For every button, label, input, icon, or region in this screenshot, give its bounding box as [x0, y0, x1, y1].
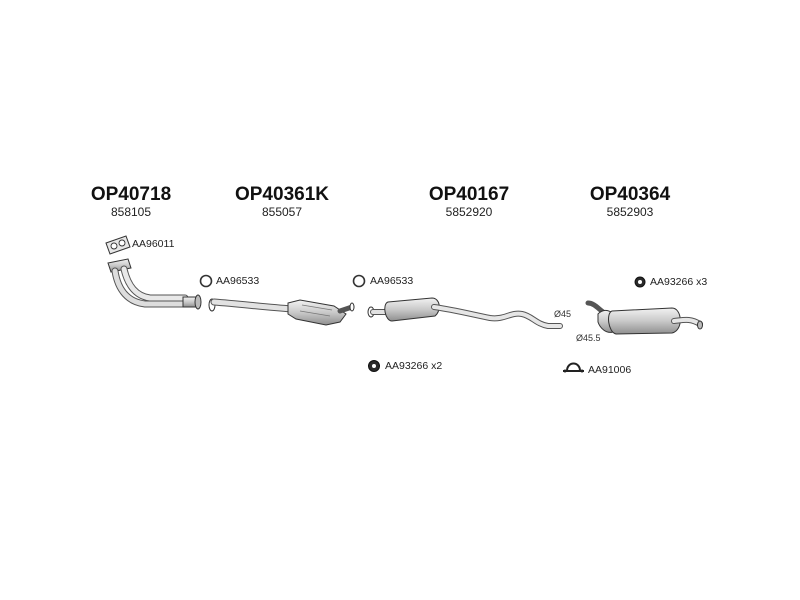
part-reference: 5852920	[445, 205, 493, 219]
part-code: OP40361K	[234, 184, 329, 205]
rear-silencer-op40364	[585, 300, 703, 335]
part-header-op40361k: OP40361K 855057	[226, 184, 338, 220]
accessory-label-aa93266-x3: AA93266 x3	[650, 276, 708, 288]
part-header-op40718: OP40718 858105	[86, 184, 176, 220]
dimension-label-diameter-45: Ø45	[554, 309, 572, 319]
front-pipe-op40718	[107, 258, 202, 310]
flange-gasket-icon	[105, 235, 131, 255]
ring-gasket-icon	[199, 274, 213, 288]
catalytic-converter-op40361k	[208, 298, 355, 326]
part-code: OP40364	[589, 184, 671, 205]
accessory-label-aa91006: AA91006	[588, 364, 632, 376]
part-reference: 5852903	[606, 205, 654, 219]
part-header-op40167: OP40167 5852920	[419, 184, 519, 220]
part-reference: 858105	[110, 205, 152, 219]
dimension-label-diameter-45-5: Ø45.5	[576, 333, 601, 343]
middle-silencer-op40167	[367, 297, 563, 329]
accessory-label-aa96533: AA96533	[216, 275, 260, 287]
rubber-hanger-icon	[368, 360, 380, 372]
accessory-label-aa96011: AA96011	[132, 238, 175, 250]
pipe-clamp-icon	[563, 362, 584, 373]
accessory-label-aa96533: AA96533	[370, 275, 414, 287]
accessory-label-aa93266-x2: AA93266 x2	[385, 360, 443, 372]
part-code: OP40718	[90, 184, 172, 205]
rubber-hanger-icon	[634, 276, 646, 288]
ring-gasket-icon	[352, 274, 366, 288]
part-header-op40364: OP40364 5852903	[580, 184, 680, 220]
part-code: OP40167	[428, 184, 510, 205]
part-reference: 855057	[261, 205, 303, 219]
